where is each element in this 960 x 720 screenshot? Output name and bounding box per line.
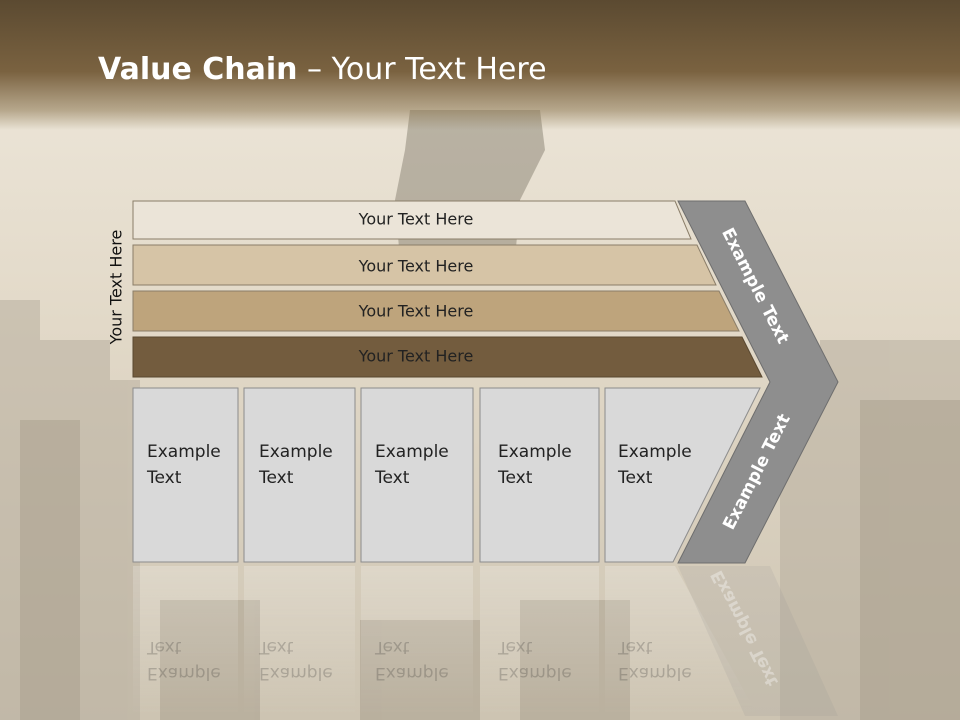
- box-3-refl-line2: Text: [375, 637, 410, 657]
- bar-4-label: Your Text Here: [358, 346, 474, 366]
- boxes-reflection: [133, 566, 838, 716]
- box-3-label-reflection: Example Text: [375, 634, 465, 686]
- box-2-line2: Text: [259, 468, 294, 488]
- bar-2: [132, 244, 717, 286]
- bar-1-label: Your Text Here: [358, 209, 474, 229]
- slide-title: Value Chain – Your Text Here: [98, 52, 547, 87]
- box-1-label-reflection: Example Text: [147, 634, 237, 686]
- box-4-refl-line2: Text: [498, 637, 533, 657]
- box-4: [479, 387, 600, 563]
- box-3: [360, 387, 474, 563]
- box-3-line2: Text: [375, 468, 410, 488]
- box-5-label-reflection: Example Text: [618, 634, 708, 686]
- box-5: [604, 387, 761, 563]
- box-5-refl-line2: Text: [618, 637, 653, 657]
- box-5-line1: Example: [618, 442, 692, 462]
- box-5-line2: Text: [618, 468, 653, 488]
- box-1-line2: Text: [147, 468, 182, 488]
- box-1-refl-line2: Text: [147, 637, 182, 657]
- bar-2-label: Your Text Here: [358, 256, 474, 276]
- chevron-arrow: [677, 200, 839, 564]
- title-bold: Value Chain: [98, 52, 298, 87]
- title-band: [0, 0, 960, 130]
- box-1-refl-line1: Example: [147, 663, 221, 683]
- box-4-line2: Text: [498, 468, 533, 488]
- box-2-label-reflection: Example Text: [259, 634, 349, 686]
- box-4-line1: Example: [498, 442, 572, 462]
- box-2: [243, 387, 356, 563]
- box-2-refl-line2: Text: [259, 637, 294, 657]
- box-1-line1: Example: [147, 442, 221, 462]
- box-1: [132, 387, 239, 563]
- bar-1: [132, 200, 692, 240]
- box-4-refl-line1: Example: [498, 663, 572, 683]
- box-3-line1: Example: [375, 442, 449, 462]
- bar-3: [132, 290, 740, 332]
- bar-4: [132, 336, 763, 378]
- box-2-line1: Example: [259, 442, 333, 462]
- box-2-refl-line1: Example: [259, 663, 333, 683]
- box-5-refl-line1: Example: [618, 663, 692, 683]
- box-3-refl-line1: Example: [375, 663, 449, 683]
- bar-3-label: Your Text Here: [358, 301, 474, 321]
- box-4-label-reflection: Example Text: [498, 634, 588, 686]
- title-rest: – Your Text Here: [297, 52, 547, 87]
